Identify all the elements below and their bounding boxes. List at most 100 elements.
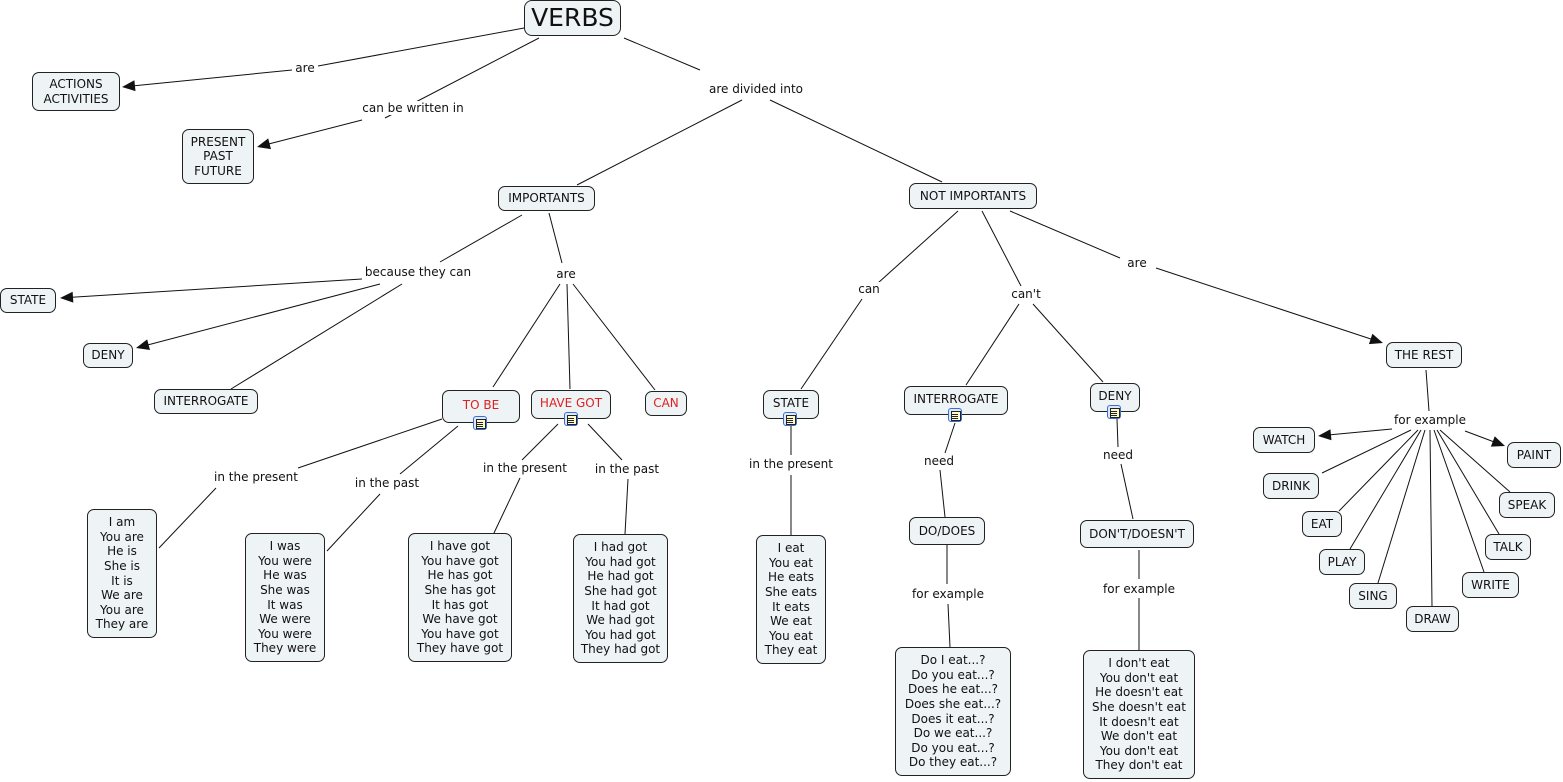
connector-line (947, 603, 951, 648)
node-eat[interactable]: EAT (1302, 511, 1342, 537)
arrowhead-icon (122, 80, 136, 92)
link-label-cant[interactable]: can't (1009, 287, 1043, 301)
node-dont-doesnt[interactable]: DON'T/DOESN'T (1080, 520, 1194, 548)
connector-line (1009, 210, 1121, 259)
connector-line (493, 477, 521, 534)
link-label-are-divided-into[interactable]: are divided into (706, 82, 806, 96)
connector-line (1116, 418, 1119, 448)
node-sing[interactable]: SING (1349, 583, 1397, 609)
link-label-in-the-past[interactable]: in the past (592, 462, 662, 476)
node-eat-negative-forms[interactable]: I don't eat You don't eat He doesn't eat… (1083, 650, 1195, 779)
connector-line (1321, 429, 1412, 474)
connector-line (769, 99, 943, 183)
node-the-rest[interactable]: THE REST (1386, 342, 1462, 368)
connector-line (266, 119, 363, 145)
link-label-are[interactable]: are (554, 267, 578, 281)
link-label-in-the-present[interactable]: in the present (481, 461, 569, 475)
connector-line (1433, 429, 1485, 573)
link-label-need[interactable]: need (922, 454, 956, 468)
arrowhead-icon (136, 339, 150, 351)
node-watch[interactable]: WATCH (1253, 427, 1315, 453)
node-drink[interactable]: DRINK (1263, 473, 1319, 499)
connector-line (326, 493, 381, 552)
connector-line (1327, 428, 1393, 436)
connector-line (317, 27, 525, 67)
link-label-for-example[interactable]: for example (1392, 413, 1468, 427)
connector-line (800, 298, 863, 390)
connector-line (131, 69, 293, 87)
connector-line (939, 469, 946, 518)
resource-icon[interactable] (783, 412, 797, 426)
link-label-in-the-past[interactable]: in the past (352, 476, 422, 490)
node-can[interactable]: CAN (645, 391, 687, 416)
node-have-got-present-forms[interactable]: I have got You have got He has got She h… (408, 533, 512, 662)
connector-line (1429, 429, 1433, 607)
connector-line (944, 422, 956, 454)
link-label-are[interactable]: are (293, 61, 317, 75)
node-paint[interactable]: PAINT (1507, 442, 1561, 468)
connector-line (1032, 303, 1104, 383)
resource-icon[interactable] (564, 412, 578, 426)
connector-line (1436, 429, 1500, 535)
resource-icon[interactable] (1107, 405, 1121, 419)
connector-line (877, 210, 959, 284)
connector-line (145, 283, 381, 346)
node-tenses[interactable]: PRESENT PAST FUTURE (182, 129, 254, 184)
node-to-be-present-forms[interactable]: I am You are He is She is It is We are Y… (87, 509, 157, 638)
connector-line (623, 37, 701, 71)
connector-line (158, 487, 217, 549)
arrowhead-icon (1318, 429, 1332, 441)
node-write[interactable]: WRITE (1462, 572, 1519, 598)
connector-line (297, 418, 443, 469)
node-draw[interactable]: DRAW (1406, 606, 1459, 632)
connector-line (1349, 429, 1422, 550)
connector-line (566, 283, 571, 390)
node-play[interactable]: PLAY (1319, 549, 1365, 575)
connector-line (1439, 429, 1511, 493)
connector-line (624, 478, 629, 535)
link-label-can[interactable]: can (856, 282, 882, 296)
link-label-because-they-can[interactable]: because they can (362, 265, 474, 279)
link-label-are[interactable]: are (1125, 256, 1149, 270)
arrowhead-icon (1490, 436, 1505, 447)
connector-line (587, 423, 623, 461)
node-talk[interactable]: TALK (1485, 534, 1531, 560)
connector-line (439, 214, 523, 263)
connector-line (1155, 267, 1374, 341)
link-label-can-be-written-in[interactable]: can be written in (360, 101, 466, 115)
arrowhead-icon (60, 291, 74, 303)
node-interrogate-left[interactable]: INTERROGATE (154, 389, 258, 414)
connector-line (492, 283, 561, 388)
node-to-be-past-forms[interactable]: I was You were He was She was It was We … (245, 533, 325, 662)
node-importants[interactable]: IMPORTANTS (498, 186, 595, 211)
node-deny-left[interactable]: DENY (83, 343, 133, 368)
node-actions-activities[interactable]: ACTIONS ACTIVITIES (32, 72, 120, 111)
node-verbs[interactable]: VERBS (524, 0, 621, 36)
link-label-need[interactable]: need (1101, 448, 1135, 462)
resource-icon[interactable] (473, 416, 487, 430)
connector-line (1120, 463, 1134, 520)
connector-line (69, 278, 363, 298)
node-not-importants[interactable]: NOT IMPORTANTS (909, 183, 1037, 209)
connector-line (981, 210, 1022, 287)
node-eat-question-forms[interactable]: Do I eat...? Do you eat...? Does he eat.… (895, 647, 1011, 776)
connector-line (1464, 430, 1496, 443)
node-have-got-past-forms[interactable]: I had got You had got He had got She had… (573, 534, 668, 663)
connector-line (572, 283, 656, 391)
connector-line (399, 425, 459, 475)
node-speak[interactable]: SPEAK (1499, 492, 1555, 518)
arrowhead-icon (1368, 333, 1383, 345)
link-label-for-example[interactable]: for example (910, 587, 986, 601)
link-label-for-example[interactable]: for example (1101, 582, 1177, 596)
connector-line (1377, 429, 1426, 584)
link-label-in-the-present[interactable]: in the present (747, 457, 835, 471)
resource-icon[interactable] (948, 408, 962, 422)
connector-line (230, 283, 403, 390)
connector-line (521, 423, 559, 461)
node-eat-present-forms[interactable]: I eat You eat He eats She eats It eats W… (756, 535, 826, 664)
node-state-left[interactable]: STATE (0, 288, 56, 313)
link-label-in-the-present[interactable]: in the present (212, 470, 300, 484)
node-do-does[interactable]: DO/DOES (909, 517, 985, 545)
